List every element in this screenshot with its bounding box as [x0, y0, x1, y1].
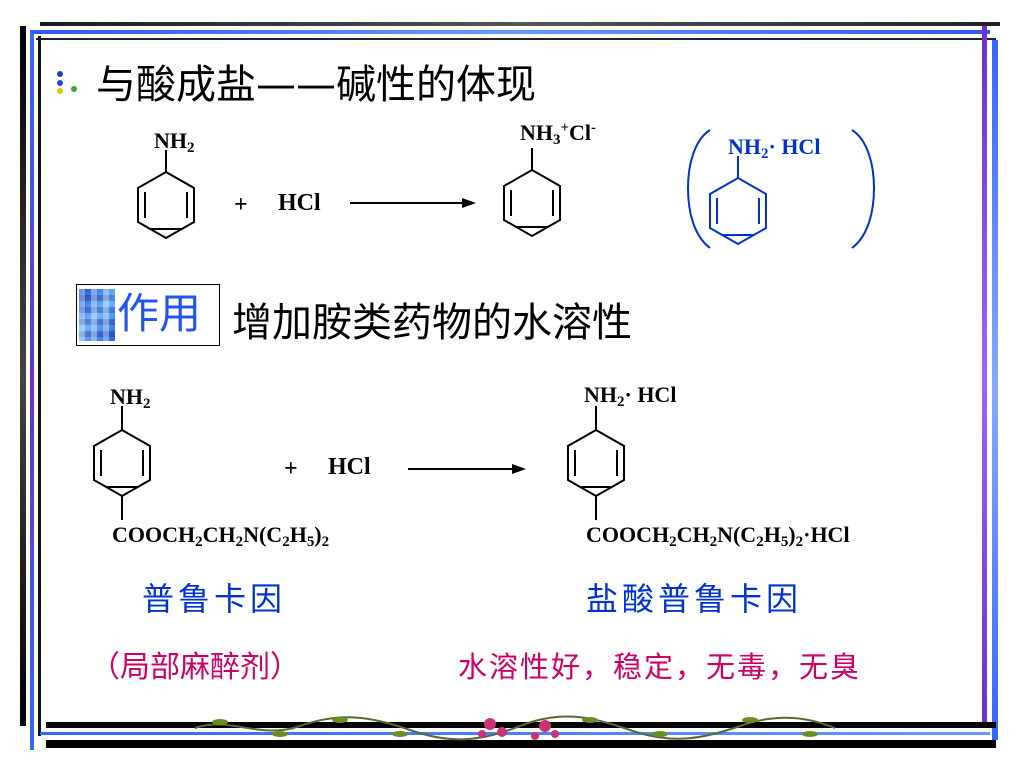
- slide-heading: 与酸成盐——碱性的体现: [96, 62, 536, 108]
- alt-form-formula: NH2· HCl: [728, 134, 821, 163]
- product2-ester-chain: COOCH2CH2N(C2H5)2·HCl: [586, 522, 850, 551]
- alt-form-brackets: [686, 129, 876, 249]
- reactant2-amino-group: NH2: [110, 384, 151, 413]
- benzene-ring-reactant1: [137, 150, 195, 240]
- reaction-arrow-icon: [408, 464, 526, 474]
- benzene-ring-reactant2: [93, 406, 151, 520]
- benzene-ring-alt-form: [709, 156, 767, 246]
- plus-sign: +: [284, 456, 298, 482]
- reagent-hcl: HCl: [328, 454, 371, 480]
- reagent-hcl: HCl: [278, 190, 321, 216]
- salt-properties-note: 水溶性好，稳定，无毒，无臭: [458, 650, 862, 684]
- usage-badge: 作用: [76, 284, 220, 346]
- floral-vine-ornament: [194, 715, 836, 741]
- procaine-hydrochloride-name: 盐酸普鲁卡因: [586, 580, 803, 618]
- heading-bullet-icon: [54, 70, 84, 98]
- procaine-name: 普鲁卡因: [142, 580, 287, 618]
- reaction-arrow-icon: [350, 198, 476, 208]
- tile-mosaic-icon: [79, 289, 115, 341]
- product1-ammonium-group: NH3+Cl-: [520, 119, 596, 149]
- benzene-ring-product2: [567, 406, 625, 520]
- product2-amino-salt-group: NH2· HCl: [584, 382, 677, 411]
- reactant1-amino-group: NH2: [154, 128, 195, 157]
- reactant2-ester-chain: COOCH2CH2N(C2H5)2: [112, 522, 330, 551]
- usage-badge-label: 作用: [117, 289, 202, 338]
- procaine-usage-note: （局部麻醉剂）: [90, 650, 300, 685]
- plus-sign: +: [234, 192, 248, 218]
- usage-text: 增加胺类药物的水溶性: [232, 300, 632, 346]
- benzene-ring-product1: [503, 148, 561, 238]
